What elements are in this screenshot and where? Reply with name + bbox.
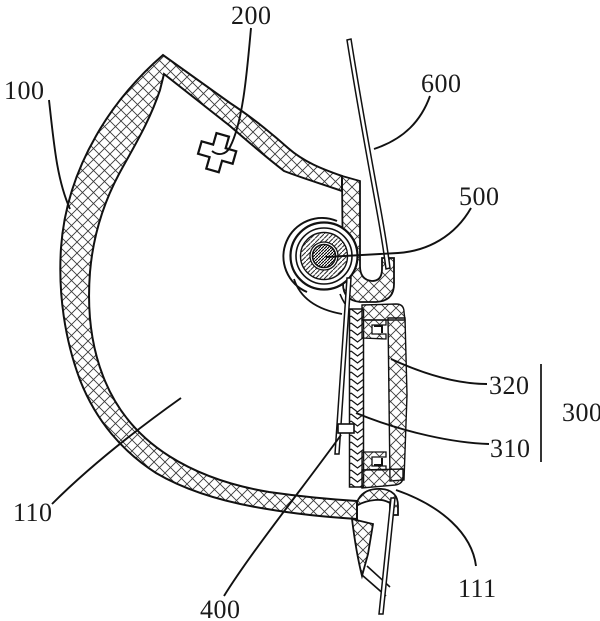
leader-500 [325, 207, 472, 258]
roller-housing-tail-outer [293, 278, 343, 315]
ref-label-200: 200 [231, 1, 272, 30]
ref-label-320: 320 [489, 371, 530, 400]
ref-label-400: 400 [200, 595, 241, 621]
ref-label-600: 600 [421, 69, 462, 98]
ref-label-500: 500 [459, 182, 500, 211]
thin-strip-400 [334, 277, 352, 455]
frame-bottom-hook-clip [374, 458, 383, 466]
ref-label-110: 110 [13, 498, 53, 527]
leader-400 [223, 434, 342, 597]
frame-top-hook-clip [374, 325, 383, 333]
roller-housing-arc [282, 216, 338, 293]
leader-200 [211, 27, 252, 155]
leader-100 [48, 99, 71, 210]
bottom-hook-111 [356, 487, 399, 516]
ref-label-111: 111 [458, 574, 497, 603]
shell-band [59, 53, 358, 521]
mount-tab [337, 423, 355, 434]
frame-320-right-wall [387, 317, 408, 482]
bottom-leg [350, 517, 375, 580]
leader-600 [373, 95, 431, 150]
leader-310 [355, 412, 490, 445]
ref-label-310: 310 [490, 434, 531, 463]
bottom-thin-strip [378, 497, 396, 615]
cushion-strip-310 [348, 308, 365, 488]
cross-clip-200 [196, 131, 238, 174]
ref-label-300: 300 [562, 398, 600, 427]
leader-320 [390, 358, 488, 385]
frame-320-bottom-arm [361, 468, 404, 489]
leader-111 [395, 489, 477, 567]
ref-label-100: 100 [4, 76, 45, 105]
flexible-strip-600 [346, 38, 391, 270]
frame-320-top-hook [361, 319, 387, 340]
leader-110 [51, 397, 182, 505]
